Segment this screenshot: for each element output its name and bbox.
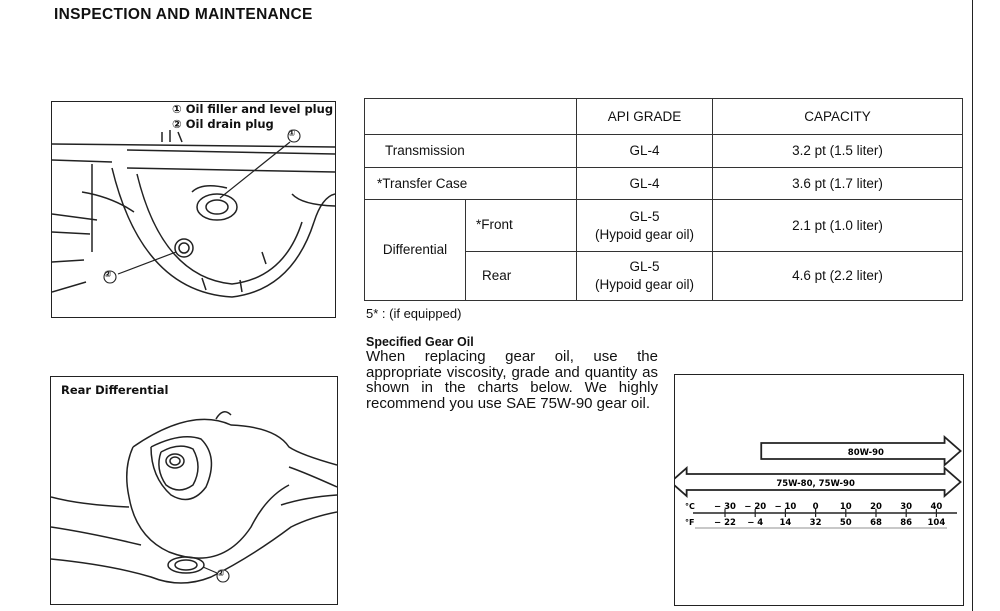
spec-body: When replacing gear oil, use the appropr…: [366, 348, 658, 412]
rear-differential-drawing: [51, 411, 337, 584]
celsius-tick-label: − 10: [774, 502, 796, 512]
fahrenheit-tick-label: 50: [840, 518, 852, 528]
table-row: Differential *Front GL-5 (Hypoid gear oi…: [364, 199, 963, 301]
front-capacity: 2.1 pt (1.0 liter): [712, 199, 963, 252]
fahrenheit-tick-label: 32: [810, 518, 822, 528]
page-edge-rule: [972, 0, 973, 611]
rear-grade-note: (Hypoid gear oil): [594, 277, 695, 292]
transfer-capacity: 3.6 pt (1.7 liter): [712, 167, 963, 200]
rear-grade: GL-5: [629, 259, 660, 274]
celsius-tick-label: − 30: [714, 502, 736, 512]
front-grade: GL-5: [629, 208, 660, 224]
celsius-tick-label: 30: [900, 502, 912, 512]
table-row: *Transfer Case GL-4 3.6 pt (1.7 liter): [364, 167, 963, 200]
table-row: Transmission GL-4 3.2 pt (1.5 liter): [364, 134, 963, 168]
rear-callout-2: ②: [217, 569, 225, 579]
viscosity-chart-svg: 80W-90 75W-80, 75W-90 °C °F − 30 − 22 − 20 − 4 −…: [675, 435, 962, 529]
celsius-tick-label: − 20: [744, 502, 766, 512]
celsius-tick-label: 0: [813, 502, 819, 512]
table-header-row: API GRADE CAPACITY: [364, 98, 963, 135]
callout-1: ①: [288, 129, 296, 139]
callout-2: ②: [104, 270, 112, 280]
fahrenheit-tick-label: 14: [779, 518, 791, 528]
celsius-tick-label: 10: [840, 502, 852, 512]
viscosity-bar: [675, 466, 962, 498]
front-grade-note: (Hypoid gear oil): [594, 226, 695, 242]
transmission-figure: ① Oil filler and level plug ② Oil drain …: [51, 101, 336, 318]
row-label-transmission: Transmission: [364, 134, 577, 168]
transmission-grade: GL-4: [576, 134, 713, 168]
row-label-front: *Front: [465, 199, 577, 252]
header-capacity: CAPACITY: [712, 98, 963, 135]
fahrenheit-tick-label: 86: [900, 518, 912, 528]
transmission-drawing: [52, 129, 335, 298]
legend-oil-filler: ① Oil filler and level plug: [172, 102, 334, 116]
fahrenheit-tick-label: − 4: [747, 518, 763, 528]
row-label-rear: Rear: [465, 251, 577, 301]
fahrenheit-tick-label: 104: [928, 518, 946, 528]
celsius-tick-label: 20: [870, 502, 882, 512]
table-row: Rear GL-5 (Hypoid gear oil) 4.6 pt (2.2 …: [365, 251, 963, 301]
fahrenheit-tick-label: 68: [870, 518, 882, 528]
viscosity-chart: 80W-90 75W-80, 75W-90 °C °F − 30 − 22 − 20 − 4 −…: [674, 374, 964, 606]
celsius-tick-label: 40: [930, 502, 942, 512]
page-title: INSPECTION AND MAINTENANCE: [54, 6, 313, 23]
row-label-transfer: *Transfer Case: [364, 167, 577, 200]
header-blank: [364, 98, 577, 135]
rear-differential-figure: Rear Differential ②: [50, 376, 338, 605]
front-grade-cell: GL-5 (Hypoid gear oil): [576, 199, 713, 252]
viscosity-bar-label: 80W-90: [848, 448, 884, 458]
rear-grade-cell: GL-5 (Hypoid gear oil): [576, 251, 713, 301]
row-label-differential: Differential: [364, 199, 466, 301]
fahrenheit-tick-label: − 22: [714, 518, 736, 528]
spec-heading: Specified Gear Oil: [366, 335, 474, 349]
footnote-if-equipped: 5* : (if equipped): [366, 306, 462, 321]
transfer-grade: GL-4: [576, 167, 713, 200]
gear-oil-table: API GRADE CAPACITY Transmission GL-4 3.2…: [364, 98, 963, 301]
viscosity-bar-label: 75W-80, 75W-90: [776, 479, 855, 489]
header-api-grade: API GRADE: [576, 98, 713, 135]
transmission-capacity: 3.2 pt (1.5 liter): [712, 134, 963, 168]
celsius-unit: °C: [685, 502, 695, 511]
rear-differential-title: Rear Differential: [61, 383, 169, 397]
rear-capacity: 4.6 pt (2.2 liter): [712, 251, 963, 301]
legend-oil-drain: ② Oil drain plug: [172, 117, 274, 131]
fahrenheit-unit: °F: [685, 518, 694, 527]
viscosity-bar: [760, 435, 962, 467]
